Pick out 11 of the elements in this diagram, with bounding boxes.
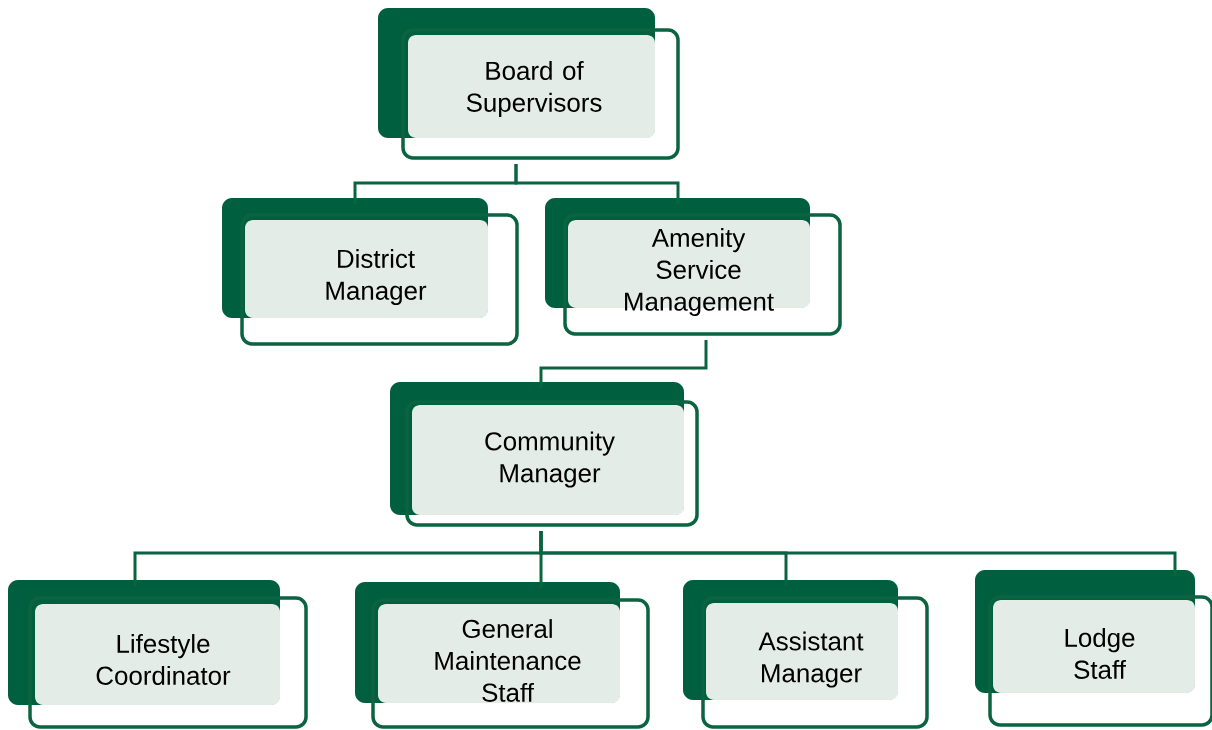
org-box: General Maintenance Staff — [355, 582, 650, 729]
connector-line — [539, 340, 708, 388]
org-box: Community Manager — [390, 382, 699, 527]
org-box: District Manager — [222, 198, 519, 346]
connector-line — [539, 531, 1177, 576]
org-box: Board of Supervisors — [378, 8, 680, 160]
org-box: Lifestyle Coordinator — [8, 580, 308, 729]
org-box: Assistant Manager — [683, 580, 929, 729]
org-box: Amenity Service Management — [545, 198, 842, 336]
connector-line — [514, 164, 680, 204]
org-box: Lodge Staff — [975, 570, 1212, 727]
